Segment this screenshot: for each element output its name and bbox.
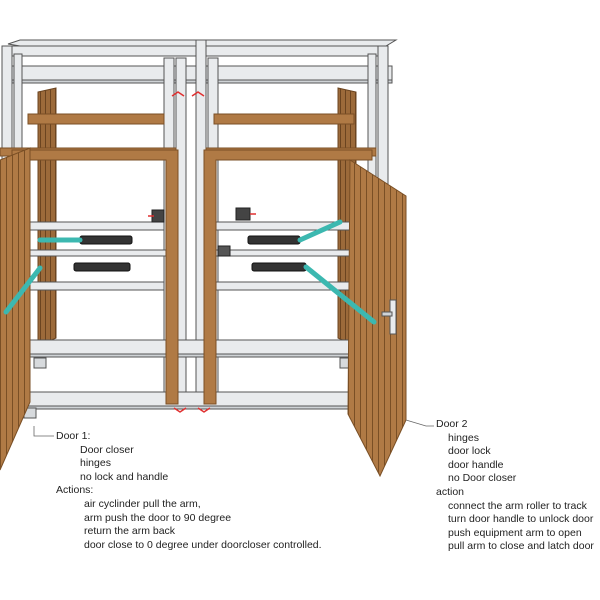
door-2-action: connect the arm roller to track — [448, 499, 587, 512]
door-2-action: pull arm to close and latch door — [448, 540, 594, 553]
arm-linkages — [3, 219, 377, 325]
mounted-devices — [151, 207, 251, 257]
door-2-action: turn door handle to unlock door — [448, 513, 594, 526]
door-2-title: Door 2 — [436, 418, 468, 430]
door-2-notes: Door 2 hinges door lock door handle no D… — [436, 418, 594, 554]
door-2-feature: hinges — [448, 431, 479, 444]
door-1-feature: no lock and handle — [80, 470, 169, 483]
door-1-action: door close to 0 degree under doorcloser … — [84, 538, 322, 551]
door-1-action: arm push the door to 90 degree — [84, 511, 232, 524]
door-1-feature: Door closer — [80, 443, 134, 456]
mechanism-rails — [23, 221, 355, 291]
door-2-action: push equipment arm to open — [448, 526, 582, 539]
door-1-action: return the arm back — [84, 525, 176, 538]
door-2-feature: door handle — [448, 458, 504, 471]
door-2-feature: no Door closer — [448, 472, 517, 485]
door-1-feature: hinges — [80, 457, 111, 470]
door-2-actions-heading: action — [436, 485, 465, 498]
door-2-panel — [347, 159, 407, 478]
leader-lines — [33, 419, 434, 437]
door-1-notes: Door 1: Door closer hinges no lock and h… — [56, 430, 322, 552]
door-1-panel — [0, 147, 31, 471]
red-markers — [148, 91, 256, 413]
door-1-actions-heading: Actions: — [56, 484, 94, 497]
door-2-feature: door lock — [448, 445, 491, 458]
air-cylinders — [73, 235, 307, 272]
door-1-action: air cyclinder pull the arm, — [84, 497, 201, 510]
door-handle-icon — [381, 299, 397, 335]
door-1-title: Door 1: — [56, 430, 91, 442]
